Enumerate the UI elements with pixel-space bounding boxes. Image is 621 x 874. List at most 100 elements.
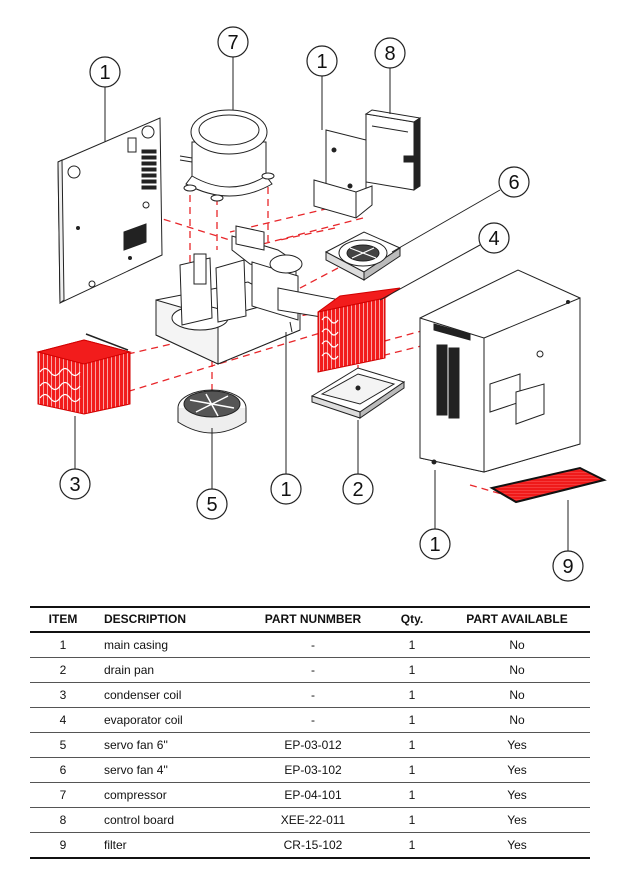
cell-available: Yes (444, 757, 590, 783)
cell-item: 5 (30, 732, 96, 758)
cell-part-number: - (246, 657, 380, 683)
servo-fan-large (177, 389, 247, 434)
svg-text:9: 9 (562, 556, 573, 578)
cell-description: evaporator coil (96, 707, 246, 733)
cell-available: No (444, 657, 590, 683)
exploded-parts-diagram: 1 7 1 8 6 4 3 5 (36, 26, 607, 582)
mounting-bracket (313, 129, 373, 219)
evaporator-coil (317, 287, 401, 373)
cell-part-number: EP-03-012 (246, 732, 380, 758)
cell-qty: 1 (380, 832, 444, 859)
cell-qty: 1 (380, 732, 444, 758)
cell-available: No (444, 682, 590, 708)
cell-qty: 1 (380, 682, 444, 708)
svg-text:1: 1 (429, 534, 440, 556)
svg-text:5: 5 (206, 494, 217, 516)
cell-item: 7 (30, 782, 96, 808)
table-row: 9 filter CR-15-102 1 Yes (30, 832, 590, 859)
cell-part-number: - (246, 632, 380, 658)
cell-qty: 1 (380, 782, 444, 808)
callout-8-control-board: 8 (374, 37, 406, 69)
cell-available: No (444, 632, 590, 658)
header-part-available: PART AVAILABLE (444, 606, 590, 633)
svg-text:1: 1 (316, 51, 327, 73)
svg-text:1: 1 (280, 479, 291, 501)
parts-table-header: ITEM DESCRIPTION PART NUNMBER Qty. PART … (30, 606, 590, 633)
table-row: 7 compressor EP-04-101 1 Yes (30, 782, 590, 808)
cell-available: Yes (444, 732, 590, 758)
svg-text:3: 3 (69, 474, 80, 496)
callout-6-small-fan: 6 (498, 166, 530, 198)
header-qty: Qty. (380, 606, 444, 633)
header-row: ITEM DESCRIPTION PART NUNMBER Qty. PART … (30, 606, 590, 633)
filter (489, 466, 607, 504)
cell-part-number: XEE-22-011 (246, 807, 380, 833)
header-description: DESCRIPTION (96, 606, 246, 633)
callout-2-drain-pan: 2 (342, 473, 374, 505)
parts-table-body: 1 main casing - 1 No 2 drain pan - 1 No … (30, 632, 590, 859)
table-row: 2 drain pan - 1 No (30, 657, 590, 683)
cell-part-number: EP-04-101 (246, 782, 380, 808)
svg-text:8: 8 (384, 43, 395, 65)
cell-part-number: - (246, 707, 380, 733)
cell-description: drain pan (96, 657, 246, 683)
callout-1-side-panel: 1 (89, 56, 121, 88)
svg-text:2: 2 (352, 479, 363, 501)
cell-qty: 1 (380, 807, 444, 833)
central-chassis (155, 225, 341, 365)
leader-lines (74, 55, 569, 552)
header-part-number: PART NUNMBER (246, 606, 380, 633)
cell-qty: 1 (380, 707, 444, 733)
svg-text:6: 6 (508, 172, 519, 194)
cell-available: Yes (444, 832, 590, 859)
cell-description: condenser coil (96, 682, 246, 708)
servo-fan-small (324, 231, 402, 281)
cell-qty: 1 (380, 757, 444, 783)
cell-description: control board (96, 807, 246, 833)
callout-5-large-fan: 5 (196, 488, 228, 520)
cell-available: Yes (444, 782, 590, 808)
callout-9-filter: 9 (552, 550, 584, 582)
cell-item: 9 (30, 832, 96, 859)
table-row: 8 control board XEE-22-011 1 Yes (30, 807, 590, 833)
cell-available: Yes (444, 807, 590, 833)
cell-qty: 1 (380, 632, 444, 658)
cell-item: 2 (30, 657, 96, 683)
cell-available: No (444, 707, 590, 733)
table-row: 6 servo fan 4'' EP-03-102 1 Yes (30, 757, 590, 783)
cell-item: 8 (30, 807, 96, 833)
parts-table: ITEM DESCRIPTION PART NUNMBER Qty. PART … (30, 606, 590, 859)
cell-description: main casing (96, 632, 246, 658)
callouts: 1 7 1 8 6 4 3 5 (59, 26, 584, 582)
callout-1-bracket: 1 (306, 45, 338, 77)
svg-text:7: 7 (227, 32, 238, 54)
condenser-coil (36, 333, 132, 415)
table-row: 5 servo fan 6'' EP-03-012 1 Yes (30, 732, 590, 758)
header-item: ITEM (30, 606, 96, 633)
cell-qty: 1 (380, 657, 444, 683)
svg-text:1: 1 (99, 62, 110, 84)
cell-item: 1 (30, 632, 96, 658)
callout-1-chassis: 1 (270, 473, 302, 505)
cell-item: 6 (30, 757, 96, 783)
callout-4-evaporator: 4 (478, 222, 510, 254)
drain-pan (310, 367, 406, 419)
cell-description: filter (96, 832, 246, 859)
cell-item: 3 (30, 682, 96, 708)
cell-description: servo fan 4'' (96, 757, 246, 783)
table-row: 4 evaporator coil - 1 No (30, 707, 590, 733)
callout-7-compressor: 7 (217, 26, 249, 58)
compressor (179, 109, 275, 202)
cell-part-number: EP-03-102 (246, 757, 380, 783)
cell-part-number: CR-15-102 (246, 832, 380, 859)
control-board (364, 109, 422, 191)
cell-description: servo fan 6'' (96, 732, 246, 758)
table-row: 1 main casing - 1 No (30, 632, 590, 658)
callout-1-main-casing: 1 (419, 528, 451, 560)
cell-description: compressor (96, 782, 246, 808)
cell-item: 4 (30, 707, 96, 733)
cell-part-number: - (246, 682, 380, 708)
svg-text:4: 4 (488, 228, 499, 250)
side-panel (57, 117, 163, 304)
main-casing (419, 269, 581, 473)
